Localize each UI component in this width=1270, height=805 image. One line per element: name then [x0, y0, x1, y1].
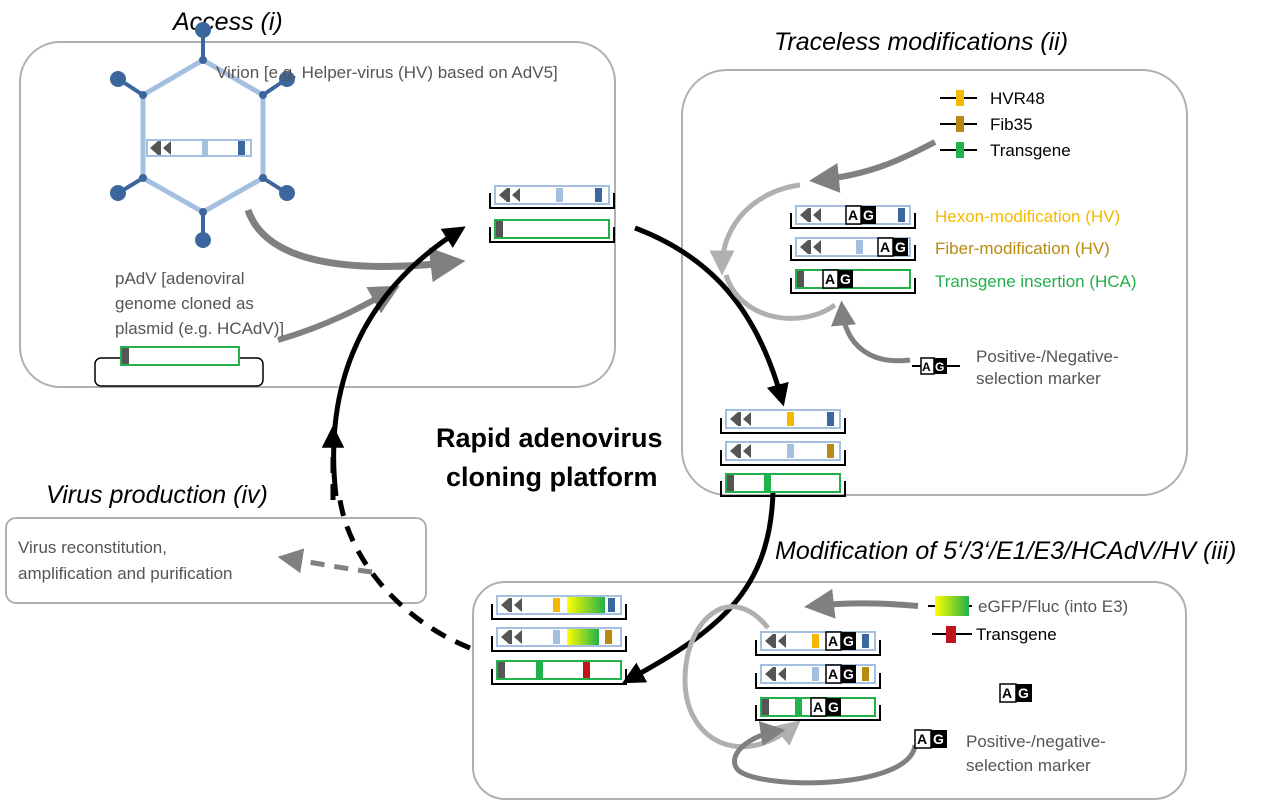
production-label-line2: amplification and purification: [18, 564, 233, 583]
iii-selection-label-line2: selection marker: [966, 756, 1091, 775]
iii-marker-icon-right: [999, 683, 1032, 703]
iii-genome-2-marker-a: A: [828, 666, 838, 682]
iii-output-genomes: [491, 595, 627, 685]
hexon-modification-label: Hexon-modification (HV): [935, 207, 1120, 226]
iii-marker-right-a: A: [1002, 685, 1012, 701]
ii-hexon-genome: [790, 205, 916, 229]
cycle-arrow-i-to-ii: [634, 225, 789, 407]
center-label-line1: Rapid adenovirus: [436, 423, 663, 453]
ii-hexon-marker-g: G: [863, 207, 874, 223]
iii-egfp-icon: [928, 596, 972, 616]
production-panel: [5, 517, 427, 604]
padv-label-line2: genome cloned as: [115, 294, 254, 313]
ii-fiber-marker-a: A: [880, 239, 890, 255]
arrow-to-production: [277, 548, 373, 575]
cycle-arrow-iv-to-i: [331, 226, 466, 497]
arrow-egfp-in: [804, 588, 919, 619]
fiber-modification-label: Fiber-modification (HV): [935, 239, 1110, 258]
iii-genome-3-marker-a: A: [813, 699, 823, 715]
cycle-arrow-ii-to-iii: [622, 491, 776, 684]
ii-selection-label-line2: selection marker: [976, 369, 1101, 388]
iii-marker-bottom-g: G: [933, 731, 944, 747]
legend-fib35: [940, 116, 977, 132]
production-label-line1: Virus reconstitution,: [18, 538, 167, 557]
padv-label-line3: plasmid (e.g. HCAdV)]: [115, 319, 284, 338]
center-label-line2: cloning platform: [446, 462, 658, 492]
ii-selection-marker-icon: [912, 357, 960, 375]
iii-genome-3-marker-g: G: [828, 699, 839, 715]
ii-transgene-genome: [790, 269, 916, 294]
arrow-marker-iii-in: [732, 721, 918, 786]
circular-arrow-ii-top: [709, 182, 801, 276]
egfp-label: eGFP/Fluc (into E3): [978, 597, 1128, 616]
legend-fib35-label: Fib35: [990, 115, 1033, 134]
ii-hexon-marker-a: A: [848, 207, 858, 223]
iii-genome-2-marker-g: G: [843, 666, 854, 682]
ii-transgene-marker-g: G: [840, 271, 851, 287]
modification-title: Modification of 5‘/3‘/E1/E3/HCAdV/HV (ii…: [775, 537, 1236, 565]
transgene-insertion-label: Transgene insertion (HCA): [935, 272, 1137, 291]
circular-arrow-ii-bottom: [723, 274, 837, 321]
ii-selection-marker-g: G: [935, 360, 944, 374]
iii-genome-1-marker-g: G: [843, 633, 854, 649]
iii-genome-2: [755, 664, 881, 689]
ii-fiber-marker-g: G: [895, 239, 906, 255]
ii-transgene-marker-a: A: [825, 271, 835, 287]
ii-selection-marker-a: A: [922, 360, 931, 374]
legend-transgene: [940, 142, 977, 158]
iii-genome-3: [755, 697, 881, 721]
traceless-title: Traceless modifications (ii): [774, 28, 1068, 56]
production-title: Virus production (iv): [46, 481, 268, 509]
arrow-marker-in: [830, 300, 911, 364]
iii-marker-icon-bottom: [914, 729, 947, 749]
virion-genome: [146, 139, 252, 157]
ii-fiber-genome: [790, 237, 916, 261]
virion-label: Virion [e.g. Helper-virus (HV) based on …: [216, 63, 558, 82]
iii-genome-1: [755, 631, 881, 656]
iii-selection-label-line1: Positive-/negative-: [966, 732, 1106, 751]
access-genome-pair: [489, 185, 615, 243]
iii-transgene-label: Transgene: [976, 625, 1057, 644]
iii-transgene-icon: [932, 626, 972, 643]
arrow-padv-to-center: [277, 285, 400, 343]
traceless-panel: [681, 69, 1188, 496]
access-panel: [19, 41, 616, 388]
iii-genome-1-marker-a: A: [828, 633, 838, 649]
legend-hvr48: [940, 90, 977, 106]
iii-marker-bottom-a: A: [917, 731, 927, 747]
ii-output-genomes: [720, 409, 846, 497]
virion-capsid-icon: [110, 22, 295, 248]
ii-selection-label-line1: Positive-/Negative-: [976, 347, 1119, 366]
iii-marker-right-g: G: [1018, 685, 1029, 701]
legend-transgene-label: Transgene: [990, 141, 1071, 160]
padv-label-line1: pAdV [adenoviral: [115, 269, 244, 288]
padv-plasmid: [94, 346, 264, 387]
arrow-legend-in: [809, 139, 937, 193]
cycle-arrow-iii-to-iv: [337, 499, 471, 651]
legend-hvr48-label: HVR48: [990, 89, 1045, 108]
modification-panel: [472, 581, 1187, 800]
access-title: Access (i): [171, 8, 283, 36]
